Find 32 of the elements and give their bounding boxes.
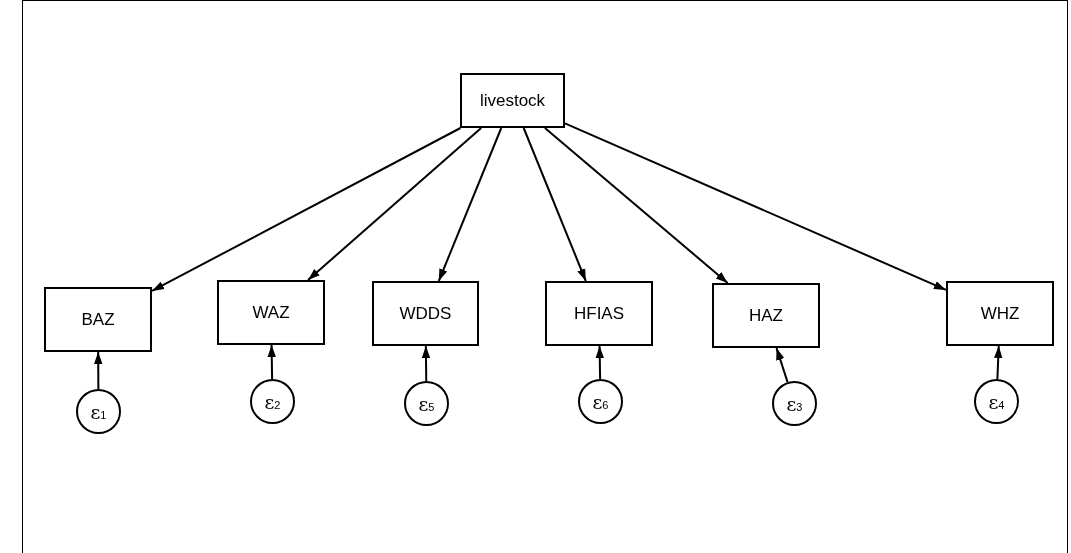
variable-label: HFIAS — [573, 303, 625, 324]
arrow — [543, 127, 729, 284]
variable-label: WHZ — [980, 303, 1020, 324]
arrow — [595, 345, 604, 380]
error-term-circle — [772, 381, 817, 426]
arrow — [421, 345, 431, 382]
variable-label: BAZ — [81, 309, 115, 330]
error-term-circle — [250, 379, 295, 424]
arrow — [994, 345, 1003, 380]
variable-label: livestock — [479, 90, 546, 111]
arrow — [94, 351, 103, 390]
variable-box — [460, 73, 565, 128]
error-term-circle — [578, 379, 623, 424]
arrow — [267, 344, 276, 380]
variable-box — [372, 281, 479, 346]
variable-box — [545, 281, 653, 346]
error-term-circle — [404, 381, 449, 426]
variable-box — [712, 283, 820, 348]
variable-label: HAZ — [749, 305, 783, 326]
variable-label: WDDS — [399, 303, 452, 324]
variable-label: WAZ — [252, 302, 290, 323]
arrow — [151, 127, 462, 292]
arrow — [564, 122, 947, 291]
arrow — [437, 127, 503, 282]
arrow — [522, 127, 587, 282]
arrow — [307, 127, 483, 281]
error-term-circle — [76, 389, 121, 434]
arrow — [775, 347, 789, 384]
variable-box — [217, 280, 325, 345]
error-term-circle — [974, 379, 1019, 424]
variable-box — [44, 287, 152, 352]
variable-box — [946, 281, 1054, 346]
